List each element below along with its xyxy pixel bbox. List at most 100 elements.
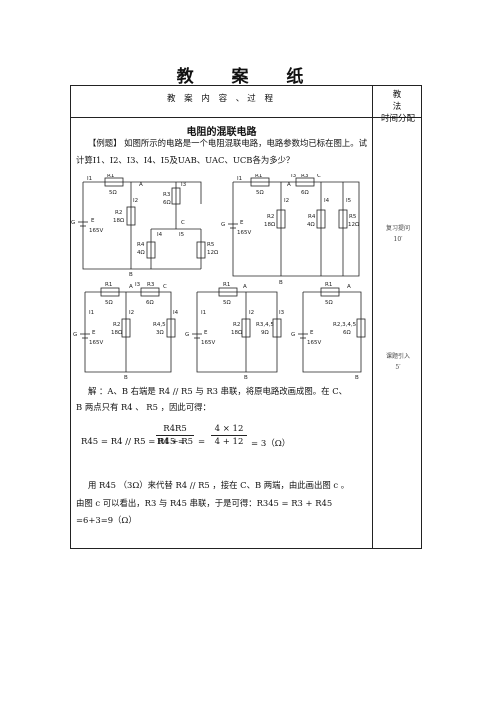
solution-paragraph-2: B 两点只有 R4 、 R5 ，因此可得： <box>76 402 211 412</box>
c4-r1: R1 <box>223 282 230 288</box>
c1-i4: I4 <box>157 232 163 238</box>
header-time: 时间分配 <box>380 114 415 124</box>
header-content-process: 教 案 内 容 、过 程 <box>166 94 276 104</box>
solution-paragraph-1: 解 ：A、B 右端是 R4 // R5 与 R3 串联，将原电路改画成图。在 C… <box>88 386 347 396</box>
c2-r1v: 5Ω <box>256 190 264 196</box>
c5-r1v: 5Ω <box>325 300 333 306</box>
c3-r45: R4,5 <box>153 322 166 328</box>
c4-r345v: 9Ω <box>261 330 269 336</box>
c2-b: B <box>279 280 283 286</box>
formula-frac1-num: R4R5 <box>156 424 194 436</box>
c4-a: A <box>243 284 247 290</box>
c4-ev: 165V <box>201 340 215 346</box>
c1-a: A <box>139 182 143 188</box>
circuit-2 <box>228 177 360 277</box>
header-divider <box>71 117 421 118</box>
c1-i1: I1 <box>87 176 92 182</box>
c4-r2: R2 <box>233 322 240 328</box>
c1-b: B <box>129 272 133 278</box>
c1-r2v: 18Ω <box>113 218 124 224</box>
c4-r1v: 5Ω <box>223 300 231 306</box>
formula-frac2-num: 4 × 12 <box>211 424 247 436</box>
c2-r2v: 18Ω <box>264 222 275 228</box>
side-note-intro: 课题引入 5′ <box>373 351 423 373</box>
c3-r1v: 5Ω <box>105 300 113 306</box>
c3-i4: I4 <box>173 310 179 316</box>
formula-frac2-den: 4 + 12 <box>214 437 244 447</box>
c1-r1v: 5Ω <box>109 190 117 196</box>
c2-r4v: 4Ω <box>307 222 315 228</box>
header-method: 教 法 <box>392 90 412 112</box>
c2-ev: 165V <box>237 230 251 236</box>
c2-r5: R5 <box>349 214 357 220</box>
c3-r2: R2 <box>113 322 120 328</box>
header-method-time: 教 法 时间分配 <box>373 89 423 125</box>
c2-a: A <box>287 182 291 188</box>
formula-fraction-2: 4 × 12 4 + 12 <box>211 424 247 447</box>
c3-r45v: 3Ω <box>156 330 164 336</box>
c1-r1: R1 <box>107 174 114 179</box>
c5-b: B <box>355 375 359 380</box>
c3-c: C <box>163 284 167 290</box>
c4-i3: I3 <box>279 310 285 316</box>
solution-paragraph-4: 由图 c 可以看出，R3 与 R45 串联，于是可得：R345 = R3 + R… <box>76 498 333 525</box>
c1-e: E <box>91 218 95 224</box>
c5-e: E <box>310 330 314 336</box>
circuit-1 <box>78 177 206 270</box>
c4-r345: R3,4,5 <box>256 322 274 328</box>
c3-i1: I1 <box>89 310 94 316</box>
c3-r1: R1 <box>105 282 112 288</box>
c1-ev: 165V <box>89 228 103 234</box>
c3-a: A <box>129 284 133 290</box>
c2-r3v: 6Ω <box>301 190 309 196</box>
c1-r4: R4 <box>137 242 145 248</box>
circuit-3 <box>80 287 176 373</box>
c2-e: E <box>240 220 244 226</box>
formula-rhs: = 3（Ω） <box>251 439 291 449</box>
section-title: 电阻的混联电路 <box>186 127 257 138</box>
example-paragraph: 【例题】 如图所示的电路是一个电阻混联电路，电路参数均已标在图上。试计算I1、I… <box>76 138 368 165</box>
c2-i1: I1 <box>237 176 242 182</box>
c4-b: B <box>244 375 248 380</box>
formula-frac1-den: R4 + R5 <box>156 437 194 447</box>
c2-r1: R1 <box>255 174 262 179</box>
c2-c: C <box>317 174 321 179</box>
circuit-diagrams: I1 R1 5Ω A I2 R2 18Ω R3 6Ω I3 R4 4Ω I4 R… <box>71 174 366 380</box>
c2-r4: R4 <box>308 214 316 220</box>
c1-i5: I5 <box>179 232 185 238</box>
formula-r45: R45 = R4 // R5 = R45 = R4R5 R4 + R5 = 4 … <box>81 422 361 462</box>
c3-r3: R3 <box>147 282 155 288</box>
side-note-review-time: 10′ <box>393 236 403 243</box>
c2-i5: I5 <box>346 198 352 204</box>
c1-i2: I2 <box>133 198 138 204</box>
c5-r2345v: 6Ω <box>343 330 351 336</box>
c1-r5v: 12Ω <box>207 250 218 256</box>
c3-e: E <box>92 330 96 336</box>
formula-equals: = <box>198 437 206 447</box>
c4-r2v: 18Ω <box>231 330 242 336</box>
c3-ev: 165V <box>89 340 103 346</box>
c3-r3v: 6Ω <box>146 300 154 306</box>
c1-g: G <box>71 220 75 226</box>
c3-i2: I2 <box>129 310 134 316</box>
c3-i3: I3 <box>135 282 141 288</box>
c5-a: A <box>347 284 351 290</box>
c1-r3: R3 <box>163 192 171 198</box>
column-divider <box>372 86 373 548</box>
c4-i2: I2 <box>249 310 254 316</box>
c3-b: B <box>124 375 128 380</box>
c5-r2345: R2,3,4,5 <box>333 322 357 328</box>
side-note-review-label: 复习提问 <box>385 225 410 232</box>
c2-i3: I3 <box>291 174 297 179</box>
c4-e: E <box>204 330 208 336</box>
c2-g: G <box>221 222 225 228</box>
circuit-5 <box>298 287 366 373</box>
c2-r2: R2 <box>267 214 274 220</box>
formula-fraction-1: R4R5 R4 + R5 <box>156 424 194 447</box>
formula-lhs: R45 = R4 // R5 = R45 = <box>81 437 186 447</box>
c3-g: G <box>73 332 77 338</box>
side-note-intro-time: 5′ <box>395 364 401 371</box>
solution-paragraph-3: 用 R45 （3Ω）来代替 R4 // R5 ，接在 C、B 两端，由此画出图 … <box>88 480 350 490</box>
c1-r2: R2 <box>115 210 122 216</box>
c5-ev: 165V <box>307 340 321 346</box>
